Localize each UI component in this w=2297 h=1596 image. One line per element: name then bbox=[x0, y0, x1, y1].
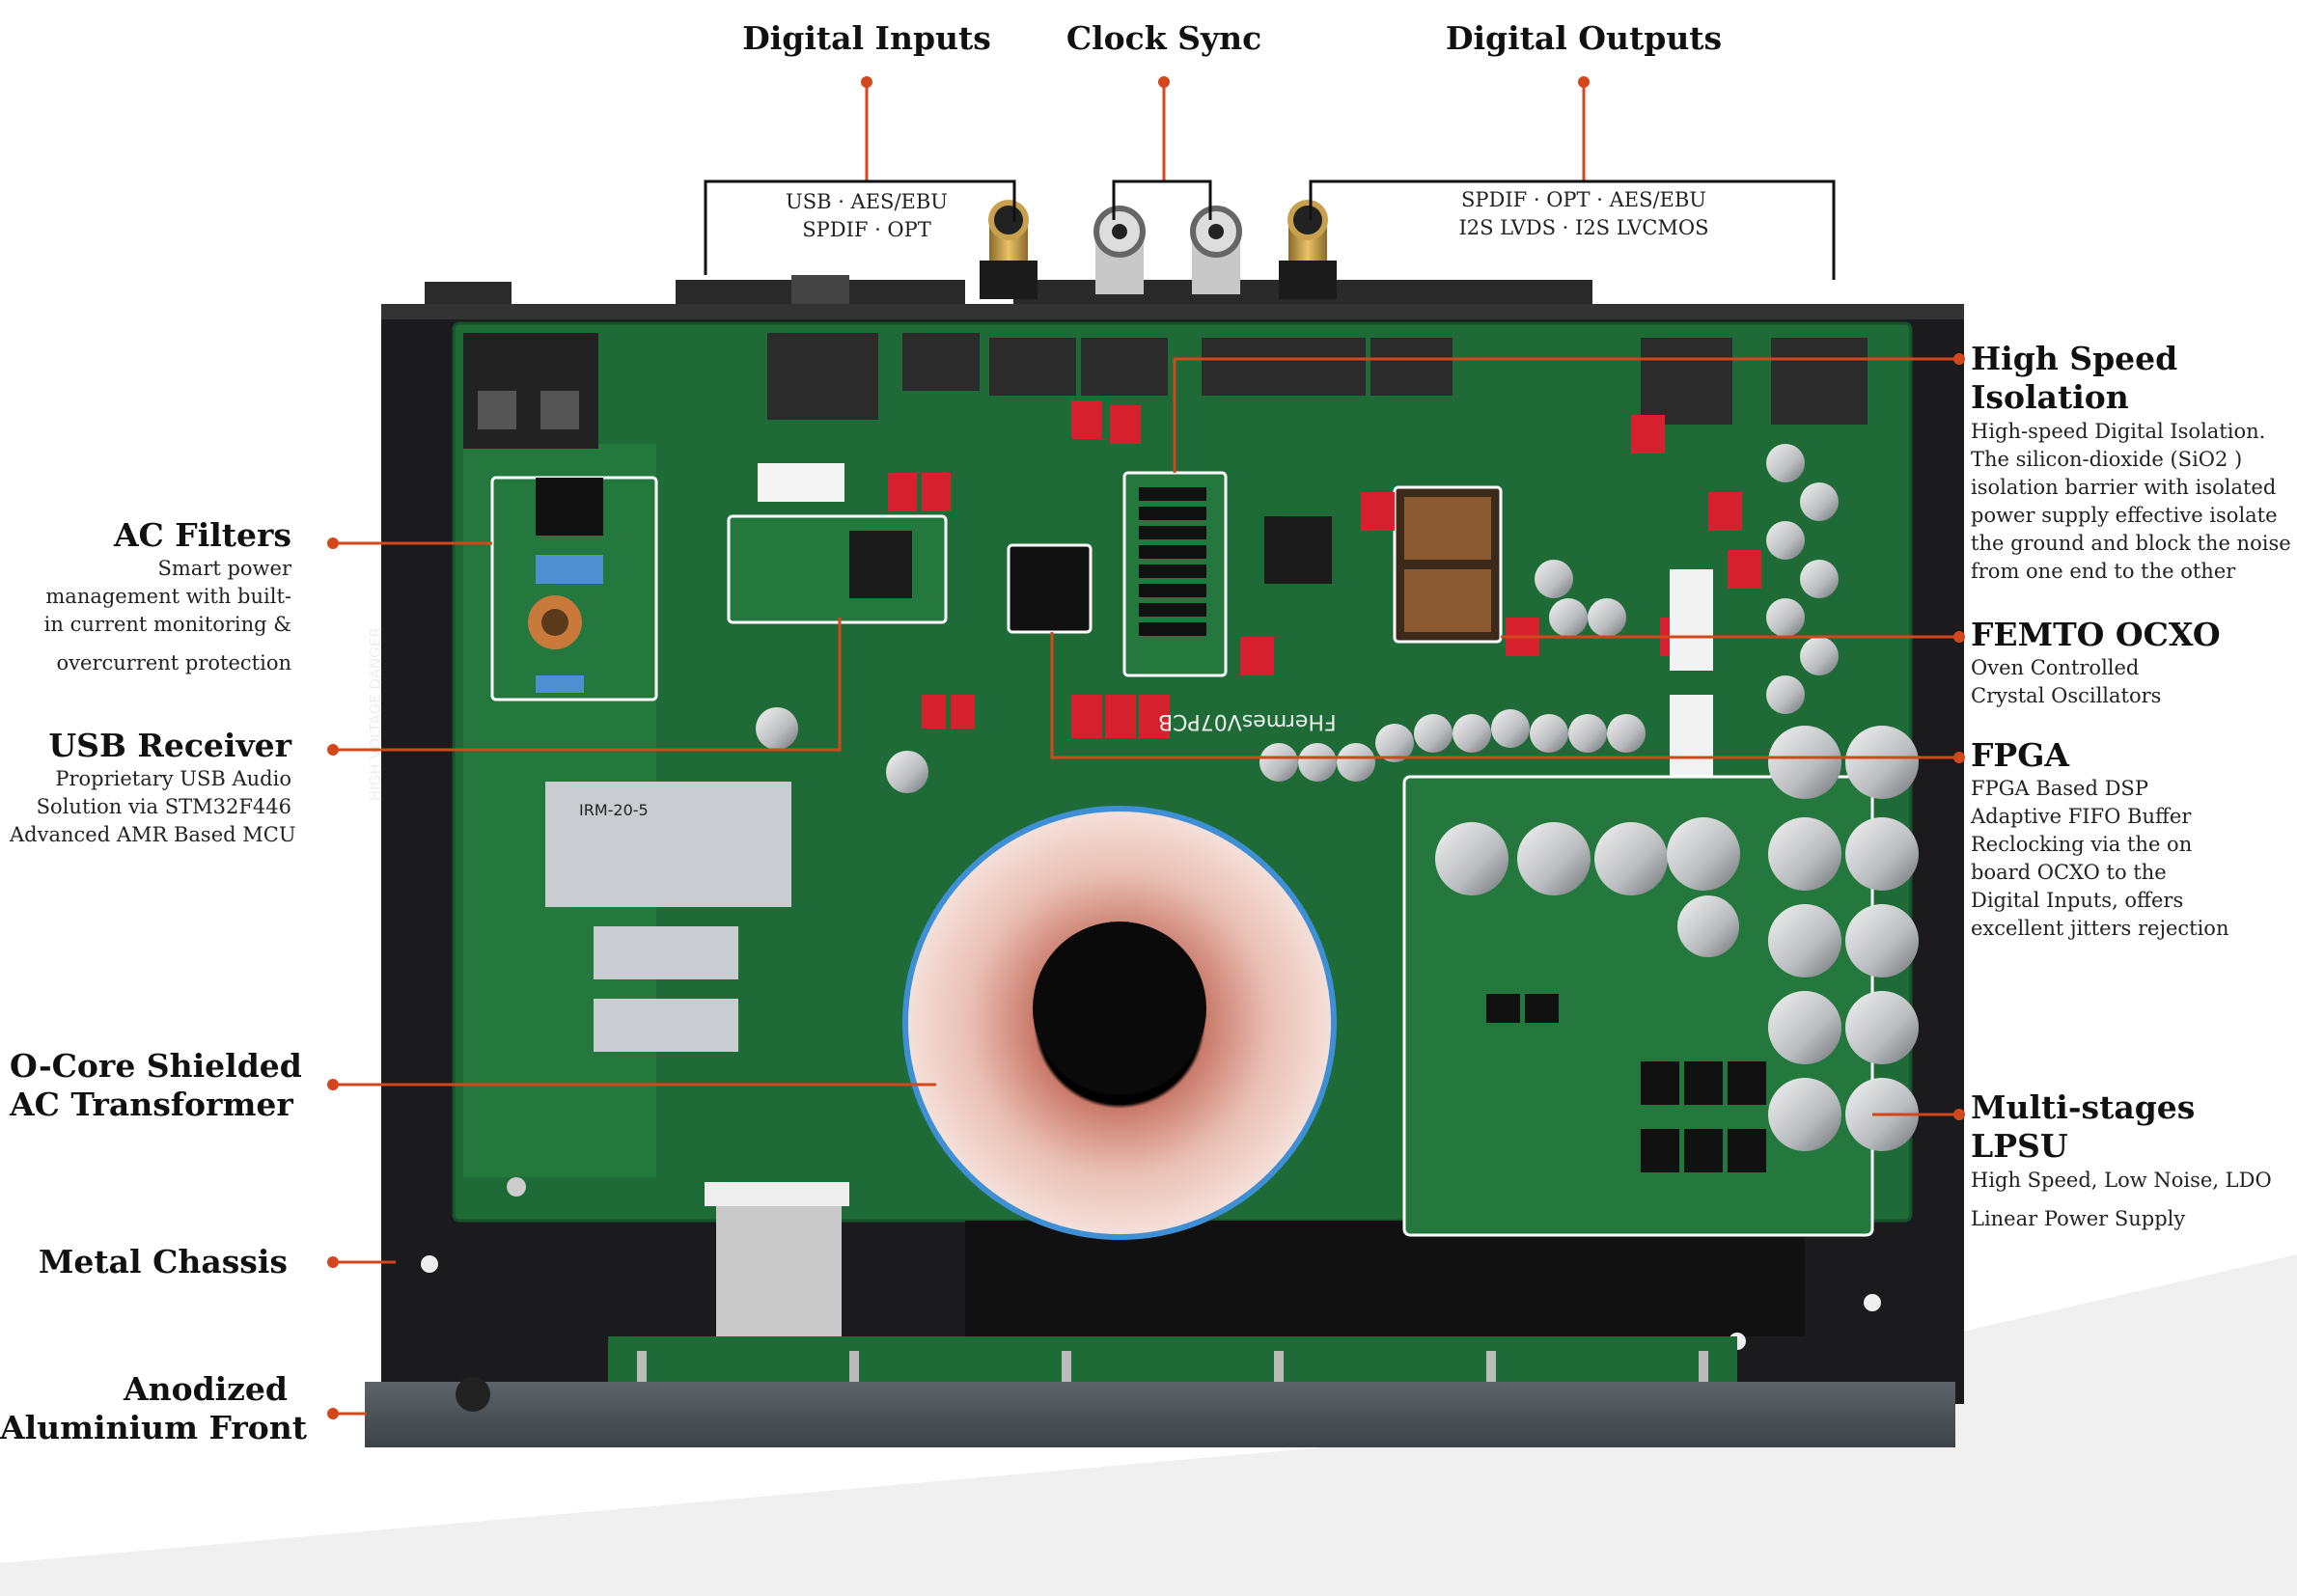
isolation-title-line: Isolation bbox=[1971, 378, 2129, 417]
isolation-desc-line: from one end to the other bbox=[1971, 559, 2236, 583]
ac-filters-title: AC Filters bbox=[113, 516, 291, 554]
isolation-title-line: High Speed bbox=[1971, 340, 2178, 377]
ac-filters-desc-line: management with built- bbox=[45, 585, 291, 609]
fpga-desc-line: Adaptive FIFO Buffer bbox=[1971, 805, 2192, 829]
digital-inputs-sub-line: USB · AES/EBU bbox=[786, 190, 948, 213]
label-ac-filters: AC Filters Smart power management with b… bbox=[19, 516, 291, 677]
label-anodized-front: Anodized Aluminium Front bbox=[0, 1370, 307, 1448]
digital-inputs-sub-line: SPDIF · OPT bbox=[802, 218, 931, 241]
usb-receiver-desc-line: Proprietary USB Audio bbox=[55, 767, 291, 791]
isolation-desc-line: The silicon-dioxide (SiO2 ) bbox=[1971, 447, 2243, 471]
fpga-desc-line: FPGA Based DSP bbox=[1971, 777, 2148, 801]
usb-receiver-desc-line: Advanced AMR Based MCU bbox=[10, 823, 296, 847]
ocxo-desc-line: Oven Controlled bbox=[1971, 656, 2140, 680]
digital-inputs-sub: USB · AES/EBU SPDIF · OPT bbox=[722, 188, 1011, 244]
isolation-desc-line: High-speed Digital Isolation. bbox=[1971, 419, 2266, 443]
ocxo-desc-line: Crystal Oscillators bbox=[1971, 684, 2162, 708]
digital-inputs-title: Digital Inputs bbox=[742, 19, 991, 57]
ac-filters-desc-line: Smart power bbox=[157, 557, 292, 581]
ac-filters-desc-line: overcurrent protection bbox=[56, 651, 291, 675]
label-digital-inputs: Digital Inputs bbox=[722, 19, 1011, 58]
label-fpga: FPGA FPGA Based DSP Adaptive FIFO Buffer… bbox=[1971, 736, 2289, 943]
psu-module-text: IRM-20-5 bbox=[579, 801, 649, 819]
usb-receiver-title: USB Receiver bbox=[48, 727, 291, 764]
metal-chassis-title: Metal Chassis bbox=[38, 1243, 288, 1280]
digital-outputs-sub: SPDIF · OPT · AES/EBU I2S LVDS · I2S LVC… bbox=[1391, 186, 1777, 242]
label-clock-sync: Clock Sync bbox=[1019, 19, 1309, 58]
lpsu-title: Multi-stages LPSU bbox=[1971, 1088, 2196, 1166]
label-multi-stage-lpsu: Multi-stages LPSU High Speed, Low Noise,… bbox=[1971, 1088, 2289, 1233]
label-digital-outputs: Digital Outputs bbox=[1391, 19, 1777, 58]
clock-sync-title: Clock Sync bbox=[1065, 19, 1262, 57]
aluminium-front-panel bbox=[365, 1382, 1955, 1447]
digital-outputs-sub-line: SPDIF · OPT · AES/EBU bbox=[1460, 188, 1707, 211]
transformer-title-line: AC Transformer bbox=[10, 1086, 293, 1124]
hv-warning-text: HIGH VOLTAGE DANGER bbox=[367, 627, 384, 801]
usb-receiver-desc-line: Solution via STM32F446 bbox=[36, 795, 291, 819]
fpga-desc-line: board OCXO to the bbox=[1971, 861, 2167, 885]
digital-outputs-sub-line: I2S LVDS · I2S LVCMOS bbox=[1458, 216, 1709, 239]
front-title-line: Anodized bbox=[123, 1370, 288, 1408]
label-femto-ocxo: FEMTO OCXO Oven Controlled Crystal Oscil… bbox=[1971, 616, 2289, 710]
front-title-line: Aluminium Front bbox=[0, 1409, 307, 1447]
ac-filters-desc-line: in current monitoring & bbox=[43, 613, 291, 637]
label-high-speed-isolation: High Speed Isolation High-speed Digital … bbox=[1971, 340, 2291, 586]
label-ocore-transformer: O-Core Shielded AC Transformer bbox=[10, 1047, 302, 1125]
fpga-desc-line: excellent jitters rejection bbox=[1971, 917, 2229, 941]
fpga-desc-line: Reclocking via the on bbox=[1971, 833, 2193, 857]
isolation-desc-line: the ground and block the noise bbox=[1971, 531, 2291, 555]
transformer-title-line: O-Core Shielded bbox=[10, 1047, 302, 1085]
lpsu-desc-line: High Speed, Low Noise, LDO bbox=[1971, 1168, 2272, 1192]
digital-outputs-title: Digital Outputs bbox=[1445, 19, 1723, 57]
pcb-silkscreen-name: FHermesV07PCB bbox=[1158, 709, 1337, 733]
label-metal-chassis: Metal Chassis bbox=[10, 1243, 288, 1281]
isolation-desc-line: isolation barrier with isolated bbox=[1971, 475, 2277, 499]
fpga-desc-line: Digital Inputs, offers bbox=[1971, 889, 2184, 913]
label-usb-receiver: USB Receiver Proprietary USB Audio Solut… bbox=[10, 727, 296, 849]
fpga-title: FPGA bbox=[1971, 736, 2070, 774]
isolation-desc-line: power supply effective isolate bbox=[1971, 503, 2278, 527]
ocxo-title: FEMTO OCXO bbox=[1971, 616, 2221, 653]
lpsu-desc-line: Linear Power Supply bbox=[1971, 1206, 2186, 1230]
